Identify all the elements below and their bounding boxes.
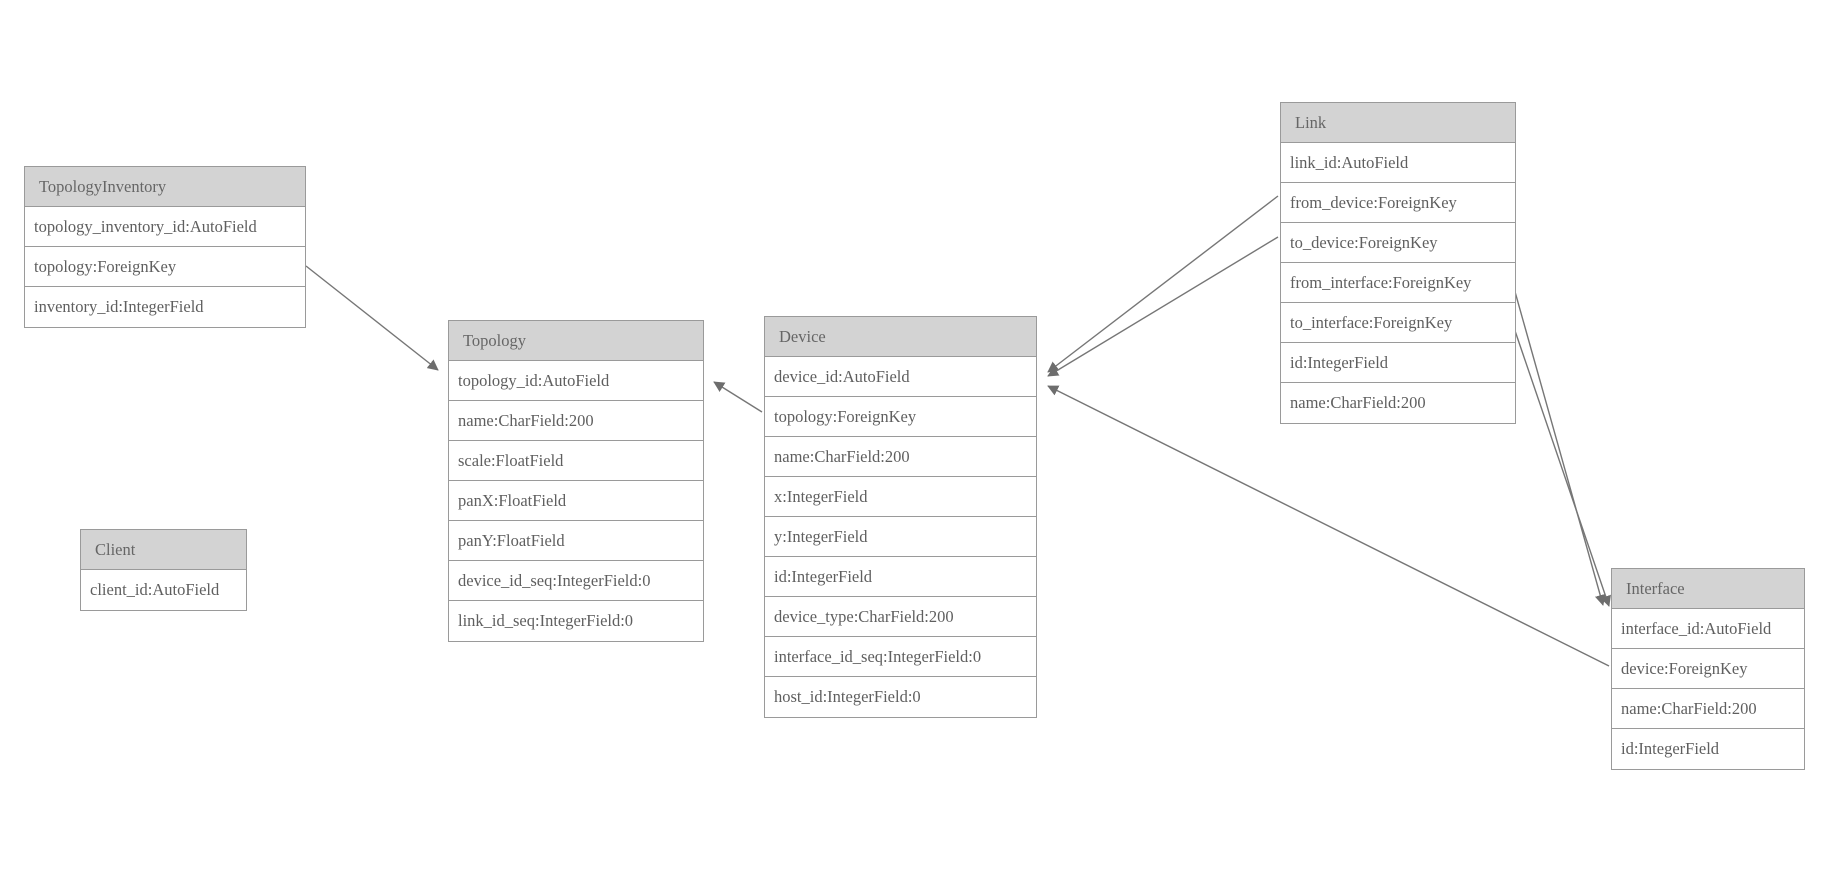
entity-field-row[interactable]: link_id_seq:IntegerField:0 [449, 601, 703, 641]
edge-interface-to-device [1047, 385, 1610, 667]
entity-field-row[interactable]: topology:ForeignKey [25, 247, 305, 287]
entity-field-row[interactable]: y:IntegerField [765, 517, 1036, 557]
entity-field-row[interactable]: inventory_id:IntegerField [25, 287, 305, 327]
entity-field-row[interactable]: name:CharField:200 [1281, 383, 1515, 423]
entity-field-row[interactable]: host_id:IntegerField:0 [765, 677, 1036, 717]
entity-field-row[interactable]: scale:FloatField [449, 441, 703, 481]
entity-field-row[interactable]: to_interface:ForeignKey [1281, 303, 1515, 343]
entity-title-device: Device [765, 317, 1036, 357]
entity-field-row[interactable]: panX:FloatField [449, 481, 703, 521]
entity-title-topology: Topology [449, 321, 703, 361]
entity-title-topology-inventory: TopologyInventory [25, 167, 305, 207]
edge-topologyinventory-to-topology [305, 265, 439, 371]
entity-field-row[interactable]: name:CharField:200 [1612, 689, 1804, 729]
edge-link-todevice-to-device [1047, 236, 1279, 377]
entity-field-row[interactable]: client_id:AutoField [81, 570, 246, 610]
entity-field-row[interactable]: topology:ForeignKey [765, 397, 1036, 437]
entity-field-row[interactable]: interface_id_seq:IntegerField:0 [765, 637, 1036, 677]
edge-link-frominterface-to-interface [1511, 280, 1606, 606]
entity-field-row[interactable]: to_device:ForeignKey [1281, 223, 1515, 263]
entity-field-row[interactable]: interface_id:AutoField [1612, 609, 1804, 649]
entity-field-row[interactable]: device_type:CharField:200 [765, 597, 1036, 637]
entity-field-row[interactable]: device_id:AutoField [765, 357, 1036, 397]
entity-field-row[interactable]: name:CharField:200 [449, 401, 703, 441]
entity-field-row[interactable]: device_id_seq:IntegerField:0 [449, 561, 703, 601]
edge-link-tointerface-to-interface [1511, 321, 1611, 607]
entity-field-row[interactable]: from_device:ForeignKey [1281, 183, 1515, 223]
entity-title-client: Client [81, 530, 246, 570]
entity-field-row[interactable]: id:IntegerField [1281, 343, 1515, 383]
entity-field-row[interactable]: panY:FloatField [449, 521, 703, 561]
entity-field-row[interactable]: name:CharField:200 [765, 437, 1036, 477]
entity-field-row[interactable]: id:IntegerField [765, 557, 1036, 597]
entity-field-row[interactable]: device:ForeignKey [1612, 649, 1804, 689]
entity-field-row[interactable]: topology_inventory_id:AutoField [25, 207, 305, 247]
entity-field-row[interactable]: x:IntegerField [765, 477, 1036, 517]
entity-field-row[interactable]: topology_id:AutoField [449, 361, 703, 401]
entity-title-link: Link [1281, 103, 1515, 143]
entity-title-interface: Interface [1612, 569, 1804, 609]
edge-link-fromdevice-to-device [1047, 195, 1279, 373]
entity-field-row[interactable]: link_id:AutoField [1281, 143, 1515, 183]
edge-device-to-topology [713, 381, 763, 413]
entity-field-row[interactable]: id:IntegerField [1612, 729, 1804, 769]
entity-field-row[interactable]: from_interface:ForeignKey [1281, 263, 1515, 303]
